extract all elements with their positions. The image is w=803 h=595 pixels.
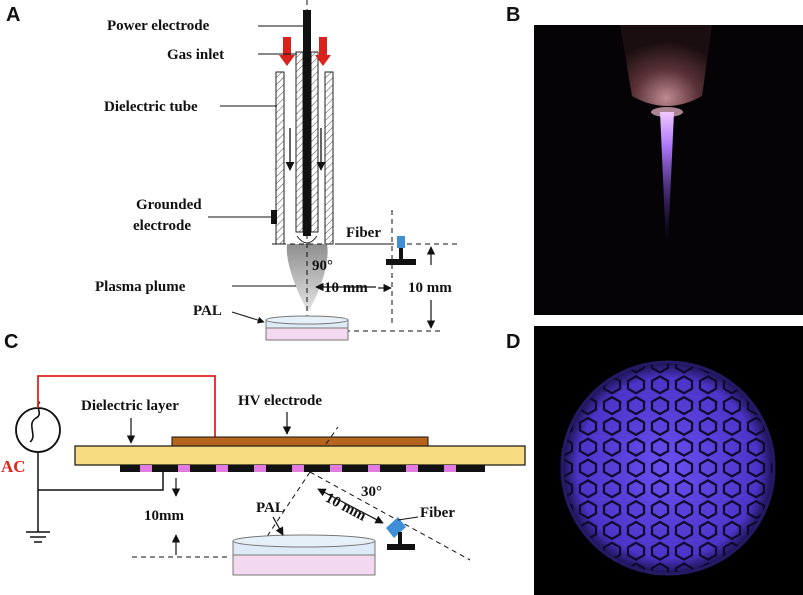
pal-leader-c (272, 516, 284, 536)
label-ac: AC (1, 457, 26, 476)
label-pal-a: PAL (193, 303, 222, 319)
fiber-probe-a-icon (386, 236, 416, 265)
grounded-electrode (271, 210, 277, 224)
jet-nozzle-glow (620, 25, 712, 106)
power-electrode-rod (303, 10, 311, 236)
label-power-electrode: Power electrode (107, 18, 210, 34)
short-dashed-mark (325, 426, 339, 445)
label-dielectric-layer: Dielectric layer (81, 398, 179, 414)
label-distance-horizontal: 10 mm (324, 280, 368, 296)
dielectric-tube-right-wall (324, 71, 334, 245)
pal-dish-a (265, 315, 349, 341)
panel-d-label: D (506, 331, 520, 353)
label-hv-electrode: HV electrode (238, 393, 322, 409)
inner-tube-left-wall (295, 51, 304, 233)
label-angle-90: 90° (312, 258, 333, 274)
label-fiber-a: Fiber (346, 225, 381, 241)
ground-wire (37, 452, 164, 491)
diagonal-distance-arrow (317, 488, 384, 524)
gas-inlet-arrow-left-icon (279, 37, 295, 66)
pal-dish-c (232, 534, 376, 576)
panel-c: C (1, 331, 526, 576)
hv-wire (37, 375, 216, 440)
label-distance-vertical-a: 10 mm (408, 280, 452, 296)
surface-discharge-pink (140, 465, 456, 472)
fiber-angle-dashed (309, 471, 471, 561)
plasma-jet-beam (660, 112, 674, 245)
panel-c-label: C (4, 331, 18, 353)
hv-electrode (171, 436, 429, 447)
dielectric-tube-left-wall (275, 71, 285, 245)
label-grounded-line1: Grounded (136, 197, 202, 213)
gas-inlet-arrow-right-icon (315, 37, 331, 66)
plasma-plume-shape (286, 244, 328, 312)
panel-b-label: B (506, 4, 520, 26)
ground-symbol-icon (26, 531, 50, 543)
label-angle-30: 30° (361, 484, 382, 500)
panel-d: D (506, 326, 803, 595)
hexagonal-mesh-pattern (562, 362, 774, 574)
ac-source-icon (15, 407, 61, 453)
inner-tube-right-wall (310, 51, 319, 233)
dbd-disc-edge (560, 360, 776, 576)
label-plasma-plume: Plasma plume (95, 279, 186, 295)
label-distance-vertical-c: 10mm (144, 508, 184, 524)
fiber-probe-c-icon (386, 517, 415, 550)
panel-a: A (6, 0, 460, 341)
label-grounded-line2: electrode (133, 218, 191, 234)
dielectric-layer (74, 445, 526, 466)
panel-a-label: A (6, 4, 20, 26)
fiber-leader-c (397, 516, 419, 521)
pal-leader-a (231, 311, 265, 324)
label-dielectric-tube: Dielectric tube (104, 99, 198, 115)
panel-b: B (506, 4, 803, 315)
label-fiber-c: Fiber (420, 505, 455, 521)
label-gas-inlet: Gas inlet (167, 47, 224, 63)
label-pal-c: PAL (256, 500, 285, 516)
